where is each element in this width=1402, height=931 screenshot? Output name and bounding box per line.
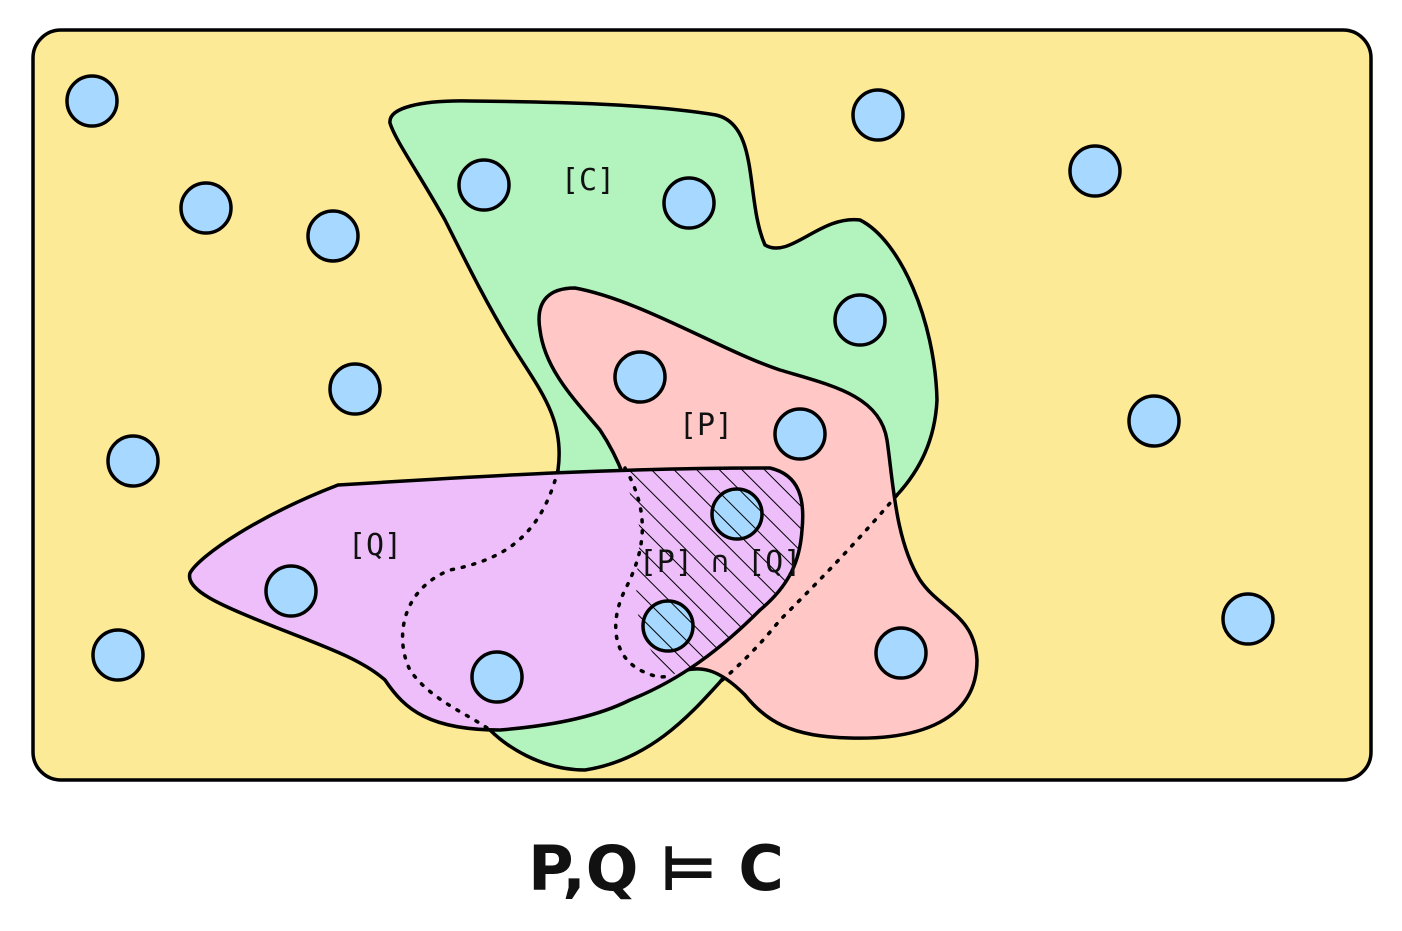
point-7 bbox=[1068, 144, 1122, 198]
c-edge-under-q bbox=[400, 468, 560, 732]
label-c: [C] bbox=[561, 163, 615, 198]
point-13 bbox=[1127, 394, 1181, 448]
point-11 bbox=[106, 434, 160, 488]
point-1 bbox=[65, 74, 119, 128]
point-3 bbox=[306, 209, 360, 263]
label-intersection: [P] ∩ [Q] bbox=[639, 545, 802, 580]
label-p: [P] bbox=[679, 408, 733, 443]
point-20 bbox=[1221, 592, 1275, 646]
p-edge-under-q bbox=[614, 466, 674, 679]
point-18 bbox=[470, 650, 524, 704]
point-hatch-2 bbox=[643, 601, 693, 651]
label-q: [Q] bbox=[348, 528, 402, 563]
point-5 bbox=[662, 176, 716, 230]
points-layer bbox=[65, 74, 1275, 704]
point-10 bbox=[328, 362, 382, 416]
point-15 bbox=[264, 564, 318, 618]
caption: P,Q ⊨ C bbox=[528, 832, 784, 905]
c-edge-under-p bbox=[718, 493, 899, 684]
point-2 bbox=[179, 181, 233, 235]
point-8 bbox=[833, 293, 887, 347]
point-6 bbox=[851, 88, 905, 142]
point-4 bbox=[457, 158, 511, 212]
point-17 bbox=[91, 628, 145, 682]
point-hatch-1 bbox=[712, 489, 762, 539]
point-19 bbox=[874, 626, 928, 680]
point-9 bbox=[613, 350, 667, 404]
point-12 bbox=[773, 407, 827, 461]
